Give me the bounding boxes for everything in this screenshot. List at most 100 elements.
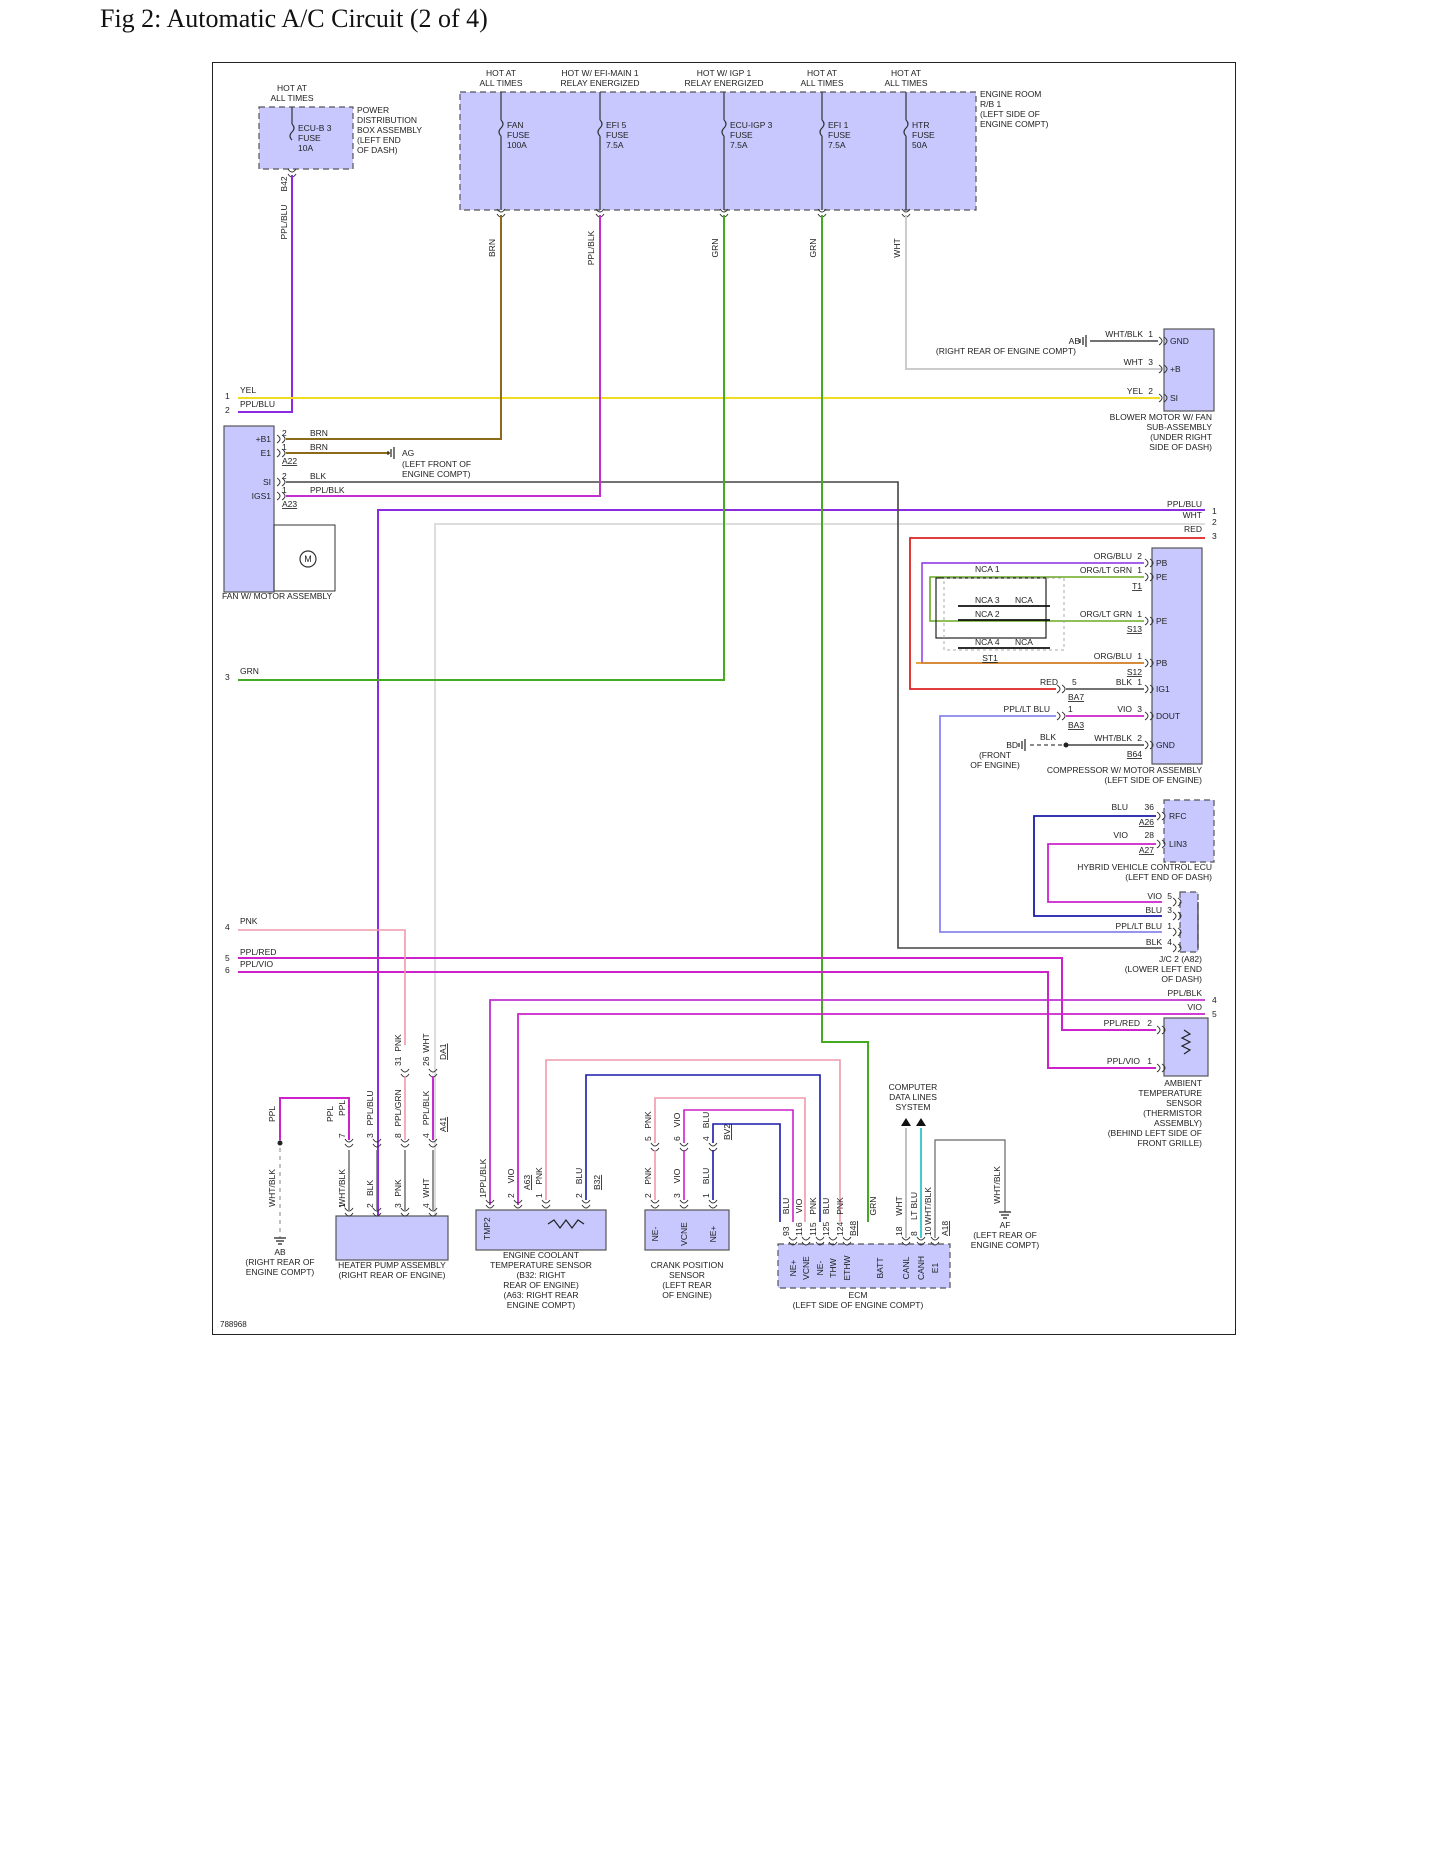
ground-label: ENGINE COMPT): [246, 1267, 315, 1277]
connector-symbol: [708, 1142, 718, 1152]
wire-ppl-blu-ref2: [238, 175, 293, 413]
pin-number: 2: [1148, 386, 1153, 396]
pin-wire: BLU: [781, 1198, 791, 1215]
wire-ppl-blk-right4: [489, 999, 1205, 1205]
connector-symbol: [400, 1068, 410, 1078]
pin-number: 2: [282, 428, 287, 438]
connector-symbol: [400, 1207, 410, 1217]
connector-id: T1: [1132, 581, 1142, 591]
connector-id: A23: [282, 499, 297, 509]
pin-number: 6: [672, 1136, 682, 1141]
connector-id: A63: [522, 1175, 532, 1190]
fuse-hot-label: HOT W/ IGP 1: [697, 68, 752, 78]
wire-label: PPL/BLU: [279, 205, 289, 240]
pin-number: 1: [478, 1193, 488, 1198]
connector-id: ST1: [982, 653, 998, 663]
fuse-name: 7.5A: [730, 140, 748, 150]
pin-name: SI: [1170, 393, 1178, 403]
pin-wire: VIO: [794, 1198, 804, 1213]
connector-id: DA1: [438, 1043, 448, 1060]
pin-number: 26: [421, 1056, 431, 1066]
ground-symbol: [274, 1237, 286, 1245]
wire-wht-blk-e1: [934, 1139, 1006, 1238]
pin-name: GND: [1156, 740, 1175, 750]
pin-name: SI: [263, 477, 271, 487]
power-distribution-box-label: POWER: [357, 105, 389, 115]
wire-wht-htr: [905, 215, 1162, 370]
connector-symbol: [1144, 572, 1154, 582]
pin-wire: WHT/BLK: [1094, 733, 1132, 743]
pin-wire: BLU: [1145, 905, 1162, 915]
fuse-hot-label: ALL TIMES: [801, 78, 844, 88]
pin-name: +B1: [256, 434, 272, 444]
pin-number: 8: [909, 1231, 919, 1236]
wire-vio-vcne: [683, 1109, 794, 1222]
pin-wire: PNK: [643, 1111, 653, 1129]
fuse-name: FUSE: [606, 130, 629, 140]
nca-label: NCA 1: [975, 564, 1000, 574]
right-ref-wire: RED: [1184, 524, 1202, 534]
pin-number: 2: [1137, 551, 1142, 561]
pin-number: 1: [1137, 609, 1142, 619]
ambient-sensor-label: AMBIENT: [1164, 1078, 1202, 1088]
pin-number: 3: [672, 1193, 682, 1198]
inline-wire: BLK: [1040, 732, 1056, 742]
coolant-sensor-label: REAR OF ENGINE): [503, 1280, 579, 1290]
connector-symbol: [828, 1236, 838, 1246]
fuse-icon: [721, 119, 727, 137]
connector-symbol: [372, 1207, 382, 1217]
left-ref-number: 5: [225, 953, 230, 963]
pin-number: 1: [337, 1203, 347, 1208]
jc2-label: J/C 2 (A82): [1159, 954, 1202, 964]
figure-id: 788968: [220, 1320, 247, 1329]
pin-name: NE-: [650, 1227, 660, 1242]
ground-id: AB: [274, 1247, 286, 1257]
connector-symbol: [344, 1207, 354, 1217]
pin-name: ETHW: [842, 1255, 852, 1280]
pin-number: 1: [1148, 329, 1153, 339]
connector-symbol: [1156, 811, 1166, 821]
hybrid-ecu-box: [1163, 799, 1215, 863]
fuse-name: 7.5A: [828, 140, 846, 150]
pin-wire: WHT/BLK: [1105, 329, 1143, 339]
pin-name: E1: [930, 1263, 940, 1274]
pin-number: 5: [643, 1136, 653, 1141]
connector-symbol: [1172, 911, 1182, 921]
pin-name: RFC: [1169, 811, 1186, 821]
connector-symbol: [344, 1138, 354, 1148]
fuse-name: EFI 5: [606, 120, 627, 130]
pin-name: PE: [1156, 616, 1168, 626]
wire-ppl-ltblu-dout: [939, 715, 1162, 933]
thermistor-icon: [1180, 1029, 1192, 1055]
pin-number: 18: [894, 1226, 904, 1236]
pin-number: 10: [923, 1226, 933, 1236]
fuse-name: 7.5A: [606, 140, 624, 150]
engine-room-rb1-box: [459, 91, 977, 211]
power-distribution-box: [258, 106, 354, 170]
pin-wire: BRN: [310, 442, 328, 452]
heater-pump-label: HEATER PUMP ASSEMBLY: [338, 1260, 446, 1270]
ambient-sensor-label: ASSEMBLY): [1154, 1118, 1202, 1128]
connector-symbol: [1158, 393, 1168, 403]
pin-wire: VIO: [672, 1112, 682, 1127]
pin-number: 2: [574, 1193, 584, 1198]
connector-symbol: [513, 1199, 523, 1209]
wire-label: PPL: [267, 1106, 277, 1122]
pin-number: 125: [821, 1222, 831, 1236]
connector-id: BV2: [722, 1124, 732, 1140]
pin-name: THW: [828, 1258, 838, 1277]
connector-id: B64: [1127, 749, 1142, 759]
ambient-sensor-label: FRONT GRILLE): [1137, 1138, 1202, 1148]
page-title: Fig 2: Automatic A/C Circuit (2 of 4): [100, 4, 488, 33]
ecu-b3-fuse-name: 10A: [298, 143, 313, 153]
pin-number: 115: [808, 1222, 818, 1236]
ground-id: BD: [1006, 740, 1018, 750]
pin-wire: WHT/BLK: [923, 1187, 933, 1225]
fan-motor-assembly-label: FAN W/ MOTOR ASSEMBLY: [222, 591, 333, 601]
fuse-wire-label: BRN: [487, 239, 497, 257]
connector-symbol: [581, 1199, 591, 1209]
nca-label: NCA 2: [975, 609, 1000, 619]
pin-wire: VIO: [1117, 704, 1132, 714]
pin-wire: WHT/BLK: [337, 1169, 347, 1207]
compressor-box: [1151, 547, 1203, 765]
